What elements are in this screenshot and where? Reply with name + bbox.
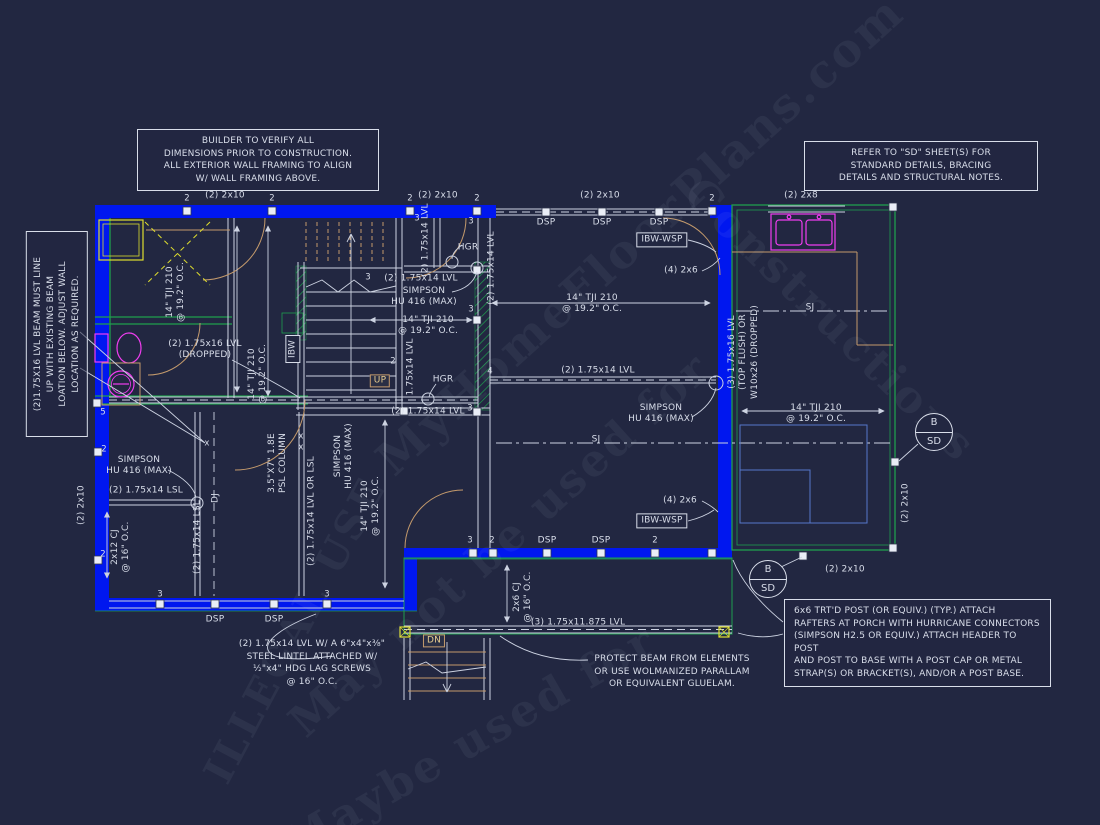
plan-label: (3) 1.75x16 LVL (TOP FLUSH) OR W10x26 (D… [727, 305, 760, 399]
plan-label: DSP [536, 217, 556, 228]
plan-label: SIMPSON HU 416 (MAX) [628, 402, 694, 424]
plan-label: 2 [100, 549, 106, 560]
plan-label: 14" TJI 210 @ 19.2" O.C. [359, 475, 381, 537]
plumbing-fixtures-magenta [94, 213, 836, 406]
joist-centerlines [496, 310, 893, 444]
plan-label: 3 [414, 213, 420, 224]
plan-label: 3 [468, 304, 474, 315]
plan-label: DSP [591, 535, 611, 546]
plan-label: (2) 2x10 [900, 483, 911, 523]
plan-label: 2 [184, 193, 190, 204]
plan-label: 3 [324, 589, 330, 600]
plan-label: UP [369, 374, 391, 388]
plan-label: 14" TJI 210 @ 19.2" O.C. [246, 343, 268, 405]
plan-label: HGR [432, 374, 454, 385]
plan-label: 2x6 CJ @ 16" O.C. [511, 571, 533, 623]
plan-label: 2 [269, 193, 275, 204]
plan-label: 3 [157, 589, 163, 600]
plan-label: (4) 2x6 [664, 265, 698, 276]
protect-beam-note: PROTECT BEAM FROM ELEMENTS OR USE WOLMAN… [594, 654, 750, 690]
plan-label: 2 [101, 444, 107, 455]
plan-label: (2) 1.75x16 LVL (DROPPED) [168, 338, 242, 360]
plan-label: DSP [537, 535, 557, 546]
plan-label: HGR [457, 242, 479, 253]
plan-label: 14" TJI 210 @ 19.2" O.C. [397, 314, 459, 336]
plan-label: IBW [285, 334, 301, 364]
leader-lines [79, 233, 919, 693]
plan-label: (3) 1.75x11.875 LVL [530, 617, 626, 628]
plan-label: SIMPSON HU 416 (MAX) [106, 454, 172, 476]
plan-label: DSP [649, 217, 669, 228]
plan-label: (2) 1.75x14 LVL [384, 273, 458, 284]
plan-label: 14" TJI 210 @ 19.2" O.C. [561, 292, 623, 314]
dimension-arrows [103, 225, 885, 623]
plan-label: 2 [390, 356, 396, 367]
plan-label: x [204, 438, 210, 449]
plan-label: (4) 2x6 [663, 495, 697, 506]
post-note: 6x6 TRT'D POST (OR EQUIV.) (TYP.) ATTACH… [784, 599, 1051, 687]
post-squares [92, 202, 900, 609]
doors-and-stairs-tan [146, 217, 893, 692]
plan-label: 4 [487, 366, 493, 377]
plan-label: 3 [467, 535, 473, 546]
plan-label: 2 [489, 535, 495, 546]
sd-sheet-note: REFER TO "SD" SHEET(S) FOR STANDARD DETA… [804, 141, 1038, 191]
plan-label: SIMPSON HU 416 (MAX) [332, 423, 354, 489]
plan-label: 2 [709, 193, 715, 204]
plan-label: SJ [591, 434, 601, 445]
plan-label: (2) 1.75x14 LVL [420, 203, 431, 277]
plan-label: DSP [264, 614, 284, 625]
plan-label: (2) 1.75x14 LVL [391, 406, 465, 417]
plan-label: 1.75x14 LVL [405, 338, 416, 396]
plan-label: 3 [468, 216, 474, 227]
plan-label: x [298, 431, 304, 442]
plan-label: 3 [467, 403, 473, 414]
plan-label: 3 [365, 272, 371, 283]
plan-label: (2) 1.75x14 LVL OR LSL [306, 456, 317, 566]
plan-label: (2) 1.75x14 LVL [561, 365, 635, 376]
plan-label: (2) 2x8 [784, 190, 818, 201]
plan-label: 2 [652, 535, 658, 546]
porch-deck-green [95, 204, 896, 635]
plan-label: 2 [407, 193, 413, 204]
lvl-beam-note: (2)1.75X16 LVL BEAM MUST LINE UP WITH EX… [25, 231, 89, 437]
deck-steps-lightblue [739, 424, 868, 524]
plan-label: DN [422, 634, 446, 648]
plan-label: (2) 1.75x14 LVL [486, 231, 497, 305]
plan-label: IBW-WSP [636, 513, 688, 529]
plan-label: 3.5"X7" 1.8E PSL COLUMN [266, 432, 288, 494]
plan-label: (2) 2x10 [580, 190, 620, 201]
plan-label: (2) 2x10 [418, 190, 458, 201]
plan-label: 14" TJI 210 @ 19.2" O.C. [164, 261, 186, 323]
plan-label: IBW-WSP [636, 232, 688, 248]
plan-label: 14" TJI 210 @ 19.2" O.C. [785, 402, 847, 424]
builder-note: BUILDER TO VERIFY ALL DIMENSIONS PRIOR T… [137, 129, 379, 192]
plan-label: SJ [805, 302, 815, 313]
plan-label: DSP [592, 217, 612, 228]
plan-label: DSP [205, 614, 225, 625]
plan-label: (2) 2x10 [205, 190, 245, 201]
plan-label: 5 [100, 407, 106, 418]
plan-label: 2x12 CJ @ 16" O.C. [109, 521, 131, 573]
plan-label: x [298, 442, 304, 453]
plan-label: (2) 1.75x14 LSL [108, 485, 184, 496]
plan-label: DJ [210, 493, 221, 503]
plan-label: (2) 2x10 [76, 485, 87, 525]
laundry-fixture-yellow [98, 219, 730, 638]
plan-label: (2) 2x10 [825, 564, 865, 575]
plan-label: 2 [474, 193, 480, 204]
plan-label: SIMPSON HU 416 (MAX) [391, 285, 457, 307]
steel-lintel-note: (2) 1.75x14 LVL W/ A 6"x4"x⅜" STEEL LINT… [238, 638, 386, 687]
plan-label: (2) 1.75x14 LSL [192, 499, 203, 575]
